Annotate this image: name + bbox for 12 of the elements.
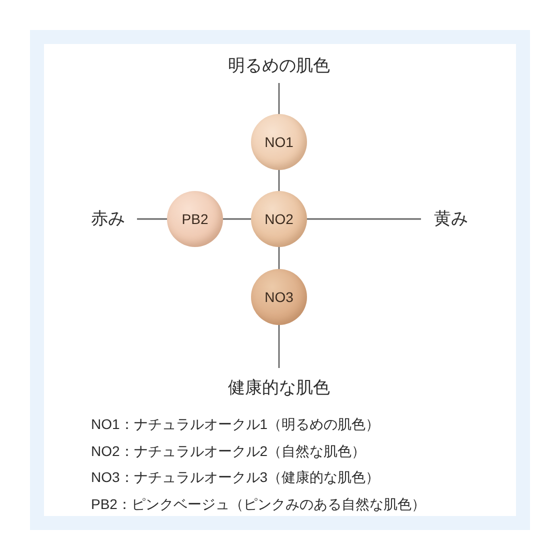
note-text: NO3：ナチュラルオークル3（健康的な肌色）: [91, 469, 380, 486]
axis-label: 黄み: [434, 209, 468, 229]
axis-label: 明るめの肌色: [228, 56, 330, 76]
note-text: NO2：ナチュラルオークル2（自然な肌色）: [91, 442, 366, 460]
axis-label: 健康的な肌色: [228, 378, 330, 398]
note-text: PB2：ピンクベージュ（ピンクみのある自然な肌色）: [91, 496, 426, 513]
shade-code: NO2: [264, 212, 294, 226]
shade-code: PB2: [182, 212, 208, 226]
axis-label: 赤み: [91, 209, 125, 229]
shade-code: NO1: [264, 135, 294, 149]
shade-code: NO3: [264, 290, 294, 304]
note-text: NO1：ナチュラルオークル1（明るめの肌色）: [91, 416, 380, 433]
